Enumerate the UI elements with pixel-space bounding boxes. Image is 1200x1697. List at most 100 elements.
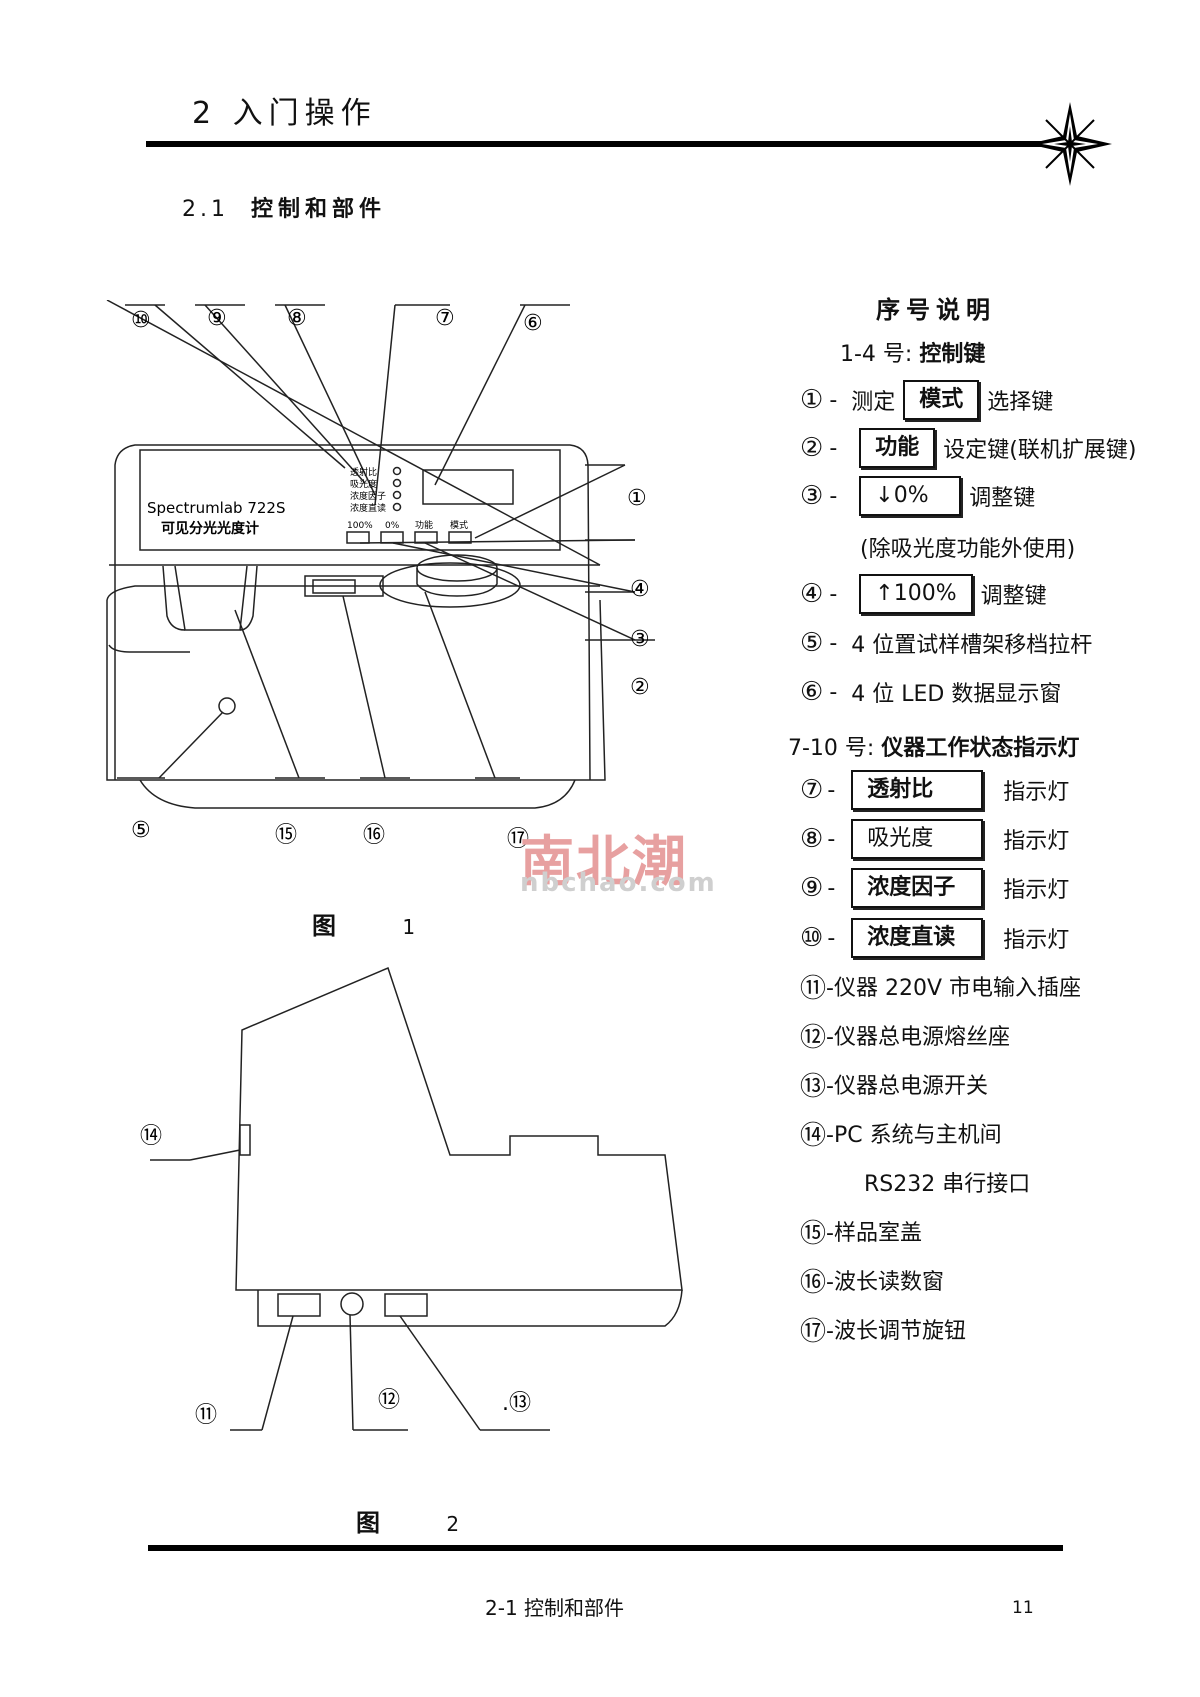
instrument-side-body — [235, 966, 683, 1291]
legend-item-6: ⑥ - 4 位 LED 数据显示窗 — [800, 677, 1062, 707]
callout-2: ② — [630, 675, 650, 700]
instrument-body — [114, 444, 591, 781]
wavelength-knob-ring — [379, 562, 521, 608]
callout-14: ⑭ — [140, 1124, 162, 1149]
figure1-caption-label: 图 — [312, 912, 336, 940]
legend-group-controls: 1-4 号: 控制键 — [840, 336, 985, 368]
legend-list: ① - 测定 模式 选择键 ② - 功能 设定键(联机扩展键) ③ - ↓0% … — [800, 0, 1190, 1400]
indicator-label-3: 浓度因子 — [350, 490, 386, 502]
figure1-front-view: Spectrumlab 722S 可见分光光度计 透射比 吸光度 浓度因子 浓度… — [106, 300, 655, 852]
figure1-caption: 图 1 — [312, 906, 415, 941]
button-label-0: 0% — [385, 521, 400, 531]
key-conc-direct: 浓度直读 — [851, 918, 984, 958]
key-hundred: ↑100% — [859, 574, 973, 614]
indicator-led-transmittance — [392, 466, 402, 476]
wavelength-window-frame — [304, 575, 384, 597]
figure2-side-view: ⑭ ⑪ ⑫ .⑬ — [140, 966, 683, 1431]
legend-item-13: ⑬ -仪器总电源开关 — [800, 1071, 988, 1102]
button-100[interactable] — [346, 531, 370, 544]
legend-note-14: RS232 串行接口 — [864, 1172, 1031, 1197]
indicator-label-1: 透射比 — [350, 466, 377, 478]
button-function[interactable] — [414, 531, 438, 544]
key-zero: ↓0% — [859, 476, 962, 516]
section-title: 控制和部件 — [251, 197, 387, 222]
led-display-window — [422, 469, 514, 505]
indicator-label-2: 吸光度 — [350, 478, 377, 490]
legend-item-17: ⑰ -波长调节旋钮 — [800, 1316, 966, 1347]
legend-item-8: ⑧ - 吸光度 指示灯 — [800, 819, 1069, 859]
legend-item-14: ⑭ -PC 系统与主机间 — [800, 1120, 1002, 1151]
sample-holder-lever[interactable] — [218, 697, 236, 715]
indicator-led-conc-direct — [392, 502, 402, 512]
legend-item-4: ④ - ↑100% 调整键 — [800, 574, 1047, 614]
control-panel — [139, 449, 561, 551]
legend-item-15: ⑮ -样品室盖 — [800, 1218, 922, 1249]
rs232-port — [239, 1124, 251, 1156]
figure2-caption-number: 2 — [446, 1512, 460, 1536]
section-heading: 2.1 控制和部件 — [182, 191, 386, 223]
legend-item-5: ⑤ - 4 位置试样槽架移档拉杆 — [800, 628, 1093, 658]
compass-star-icon — [1028, 102, 1112, 186]
key-transmittance: 透射比 — [851, 770, 984, 810]
legend-group-indicators: 7-10 号: 仪器工作状态指示灯 — [788, 730, 1079, 762]
legend-item-2: ② - 功能 设定键(联机扩展键) — [800, 428, 1136, 468]
brand-line-1: Spectrumlab 722S — [147, 499, 286, 517]
power-socket — [277, 1293, 321, 1317]
callout-11: ⑪ — [195, 1403, 217, 1428]
legend-item-9: ⑨ - 浓度因子 指示灯 — [800, 868, 1069, 908]
callout-16: ⑯ — [363, 823, 385, 848]
button-label-mode: 模式 — [450, 519, 468, 531]
sample-compartment-cover — [174, 565, 248, 631]
callout-17: ⑰ — [507, 827, 529, 852]
button-0[interactable] — [380, 531, 404, 544]
indicator-label-4: 浓度直读 — [350, 502, 386, 514]
power-switch[interactable] — [384, 1293, 428, 1317]
legend-item-7: ⑦ - 透射比 指示灯 — [800, 770, 1069, 810]
callout-1: ① — [627, 486, 647, 511]
watermark-en: nbchao.com — [520, 868, 717, 898]
indicator-led-absorbance — [392, 478, 402, 488]
wavelength-knob[interactable] — [416, 554, 498, 582]
legend-item-1: ① - 测定 模式 选择键 — [800, 380, 1053, 420]
indicator-led-conc-factor — [392, 490, 402, 500]
callout-12: ⑫ — [378, 1388, 400, 1413]
button-label-100: 100% — [347, 521, 373, 531]
brand-line-2: 可见分光光度计 — [161, 520, 259, 537]
legend-group2-prefix: 7-10 号: — [788, 736, 875, 761]
button-label-function: 功能 — [415, 519, 433, 531]
callout-8: ⑧ — [287, 306, 307, 331]
fuse-holder — [340, 1292, 364, 1316]
legend-item-11: ⑪ -仪器 220V 市电输入插座 — [800, 973, 1081, 1004]
legend-group1-prefix: 1-4 号: — [840, 342, 913, 367]
callout-6: ⑥ — [523, 311, 543, 336]
key-absorbance: 吸光度 — [851, 819, 984, 859]
key-mode: 模式 — [903, 380, 980, 420]
callout-5: ⑤ — [131, 818, 151, 843]
callout-9: ⑨ — [207, 306, 227, 331]
figure2-caption: 图 2 — [356, 1503, 459, 1538]
legend-item-12: ⑫ -仪器总电源熔丝座 — [800, 1022, 1010, 1053]
legend-group1-title: 控制键 — [919, 342, 986, 367]
page-number: 11 — [1012, 1598, 1034, 1618]
footer-section: 2-1 控制和部件 — [485, 1596, 625, 1620]
legend-item-10: ⑩ - 浓度直读 指示灯 — [800, 918, 1069, 958]
key-conc-factor: 浓度因子 — [851, 868, 984, 908]
callout-15: ⑮ — [275, 823, 297, 848]
figure1-caption-number: 1 — [402, 915, 416, 939]
legend-item-16: ⑯ -波长读数窗 — [800, 1267, 944, 1298]
chapter-title: 2 入门操作 — [192, 96, 377, 131]
callout-4: ④ — [630, 577, 650, 602]
wavelength-read-window — [312, 579, 356, 594]
figure2-caption-label: 图 — [356, 1509, 380, 1537]
legend-item-3: ③ - ↓0% 调整键 — [800, 476, 1035, 516]
legend-group2-title: 仪器工作状态指示灯 — [881, 736, 1080, 761]
footer-rule — [148, 1545, 1063, 1551]
key-function: 功能 — [859, 428, 936, 468]
legend-title: 序号说明 — [876, 296, 996, 324]
callout-13: .⑬ — [502, 1391, 531, 1416]
section-number: 2.1 — [182, 197, 229, 222]
callout-7: ⑦ — [435, 306, 455, 331]
button-mode[interactable] — [448, 531, 472, 544]
legend-note-3: (除吸光度功能外使用) — [860, 537, 1076, 562]
callout-3: ③ — [630, 627, 650, 652]
